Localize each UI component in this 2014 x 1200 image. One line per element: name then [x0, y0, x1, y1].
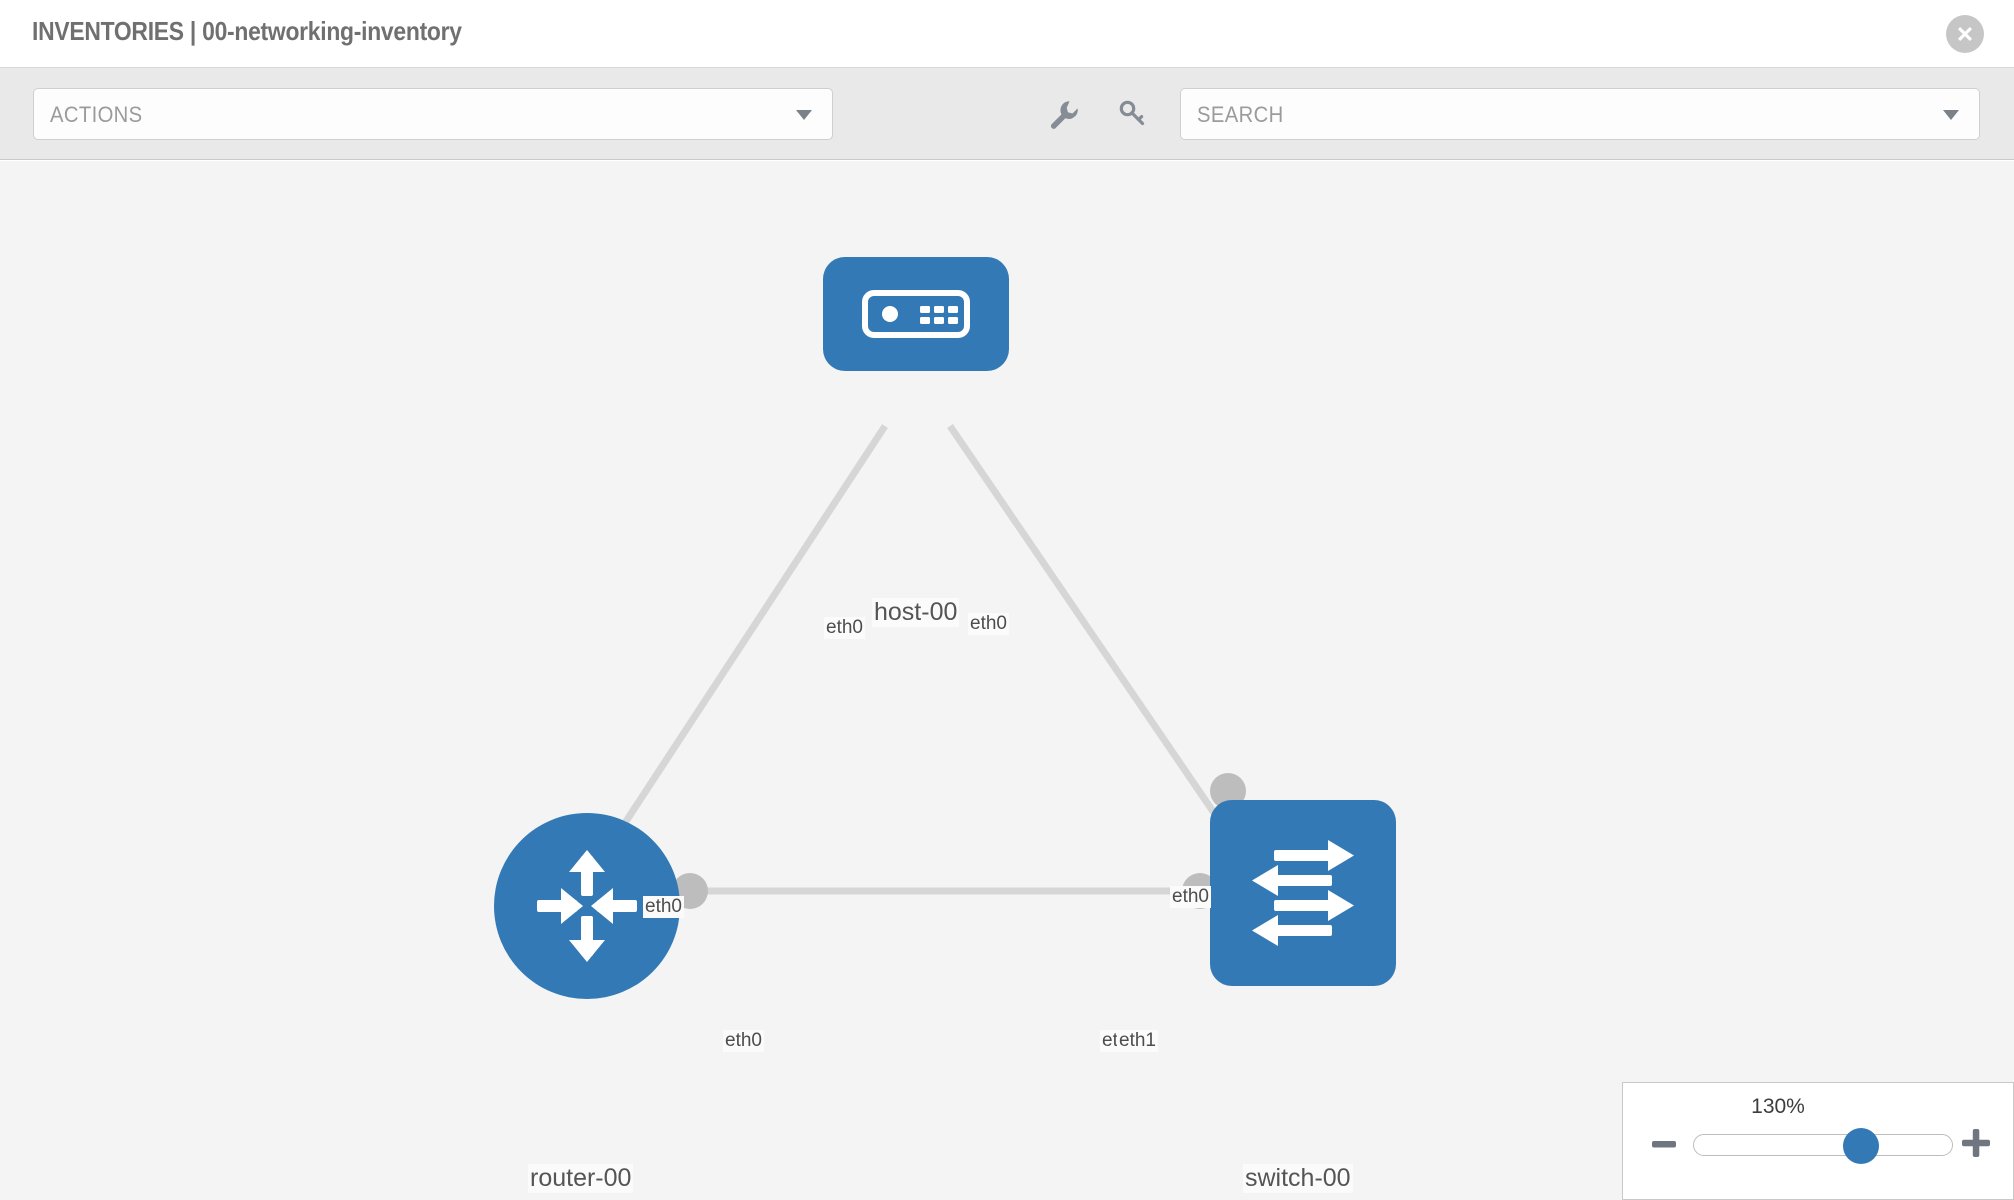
zoom-slider-handle[interactable]	[1843, 1128, 1879, 1164]
zoom-out-button[interactable]	[1648, 1128, 1680, 1160]
key-icon[interactable]	[1110, 92, 1154, 136]
zoom-slider[interactable]	[1693, 1128, 1953, 1164]
actions-dropdown-label: ACTIONS	[50, 102, 143, 127]
zoom-control-panel: 130%	[1622, 1082, 2014, 1200]
chevron-down-icon	[796, 110, 812, 120]
node-host-00[interactable]	[823, 257, 1009, 371]
node-switch-00-body[interactable]	[1210, 800, 1396, 986]
search-input[interactable]: SEARCH	[1180, 88, 1980, 140]
zoom-level-value: 130%	[1751, 1095, 1805, 1118]
page-header: INVENTORIES | 00-networking-inventory	[0, 0, 2014, 68]
zoom-in-button[interactable]	[1958, 1125, 1994, 1161]
router-icon	[537, 850, 637, 962]
chevron-down-icon[interactable]	[1943, 110, 1959, 120]
toolbar: ACTIONS SEARCH	[0, 68, 2014, 160]
close-icon[interactable]	[1946, 15, 1984, 53]
topology-links	[597, 424, 1243, 895]
wrench-icon[interactable]	[1041, 92, 1085, 136]
switch-icon	[1252, 840, 1354, 946]
page-title: INVENTORIES | 00-networking-inventory	[32, 16, 462, 46]
node-router-00[interactable]	[494, 813, 680, 999]
search-placeholder: SEARCH	[1197, 102, 1284, 127]
topology-canvas[interactable]: host-00 eth0 eth0	[0, 161, 2014, 1200]
server-icon	[862, 290, 970, 338]
actions-dropdown[interactable]: ACTIONS	[33, 88, 833, 140]
